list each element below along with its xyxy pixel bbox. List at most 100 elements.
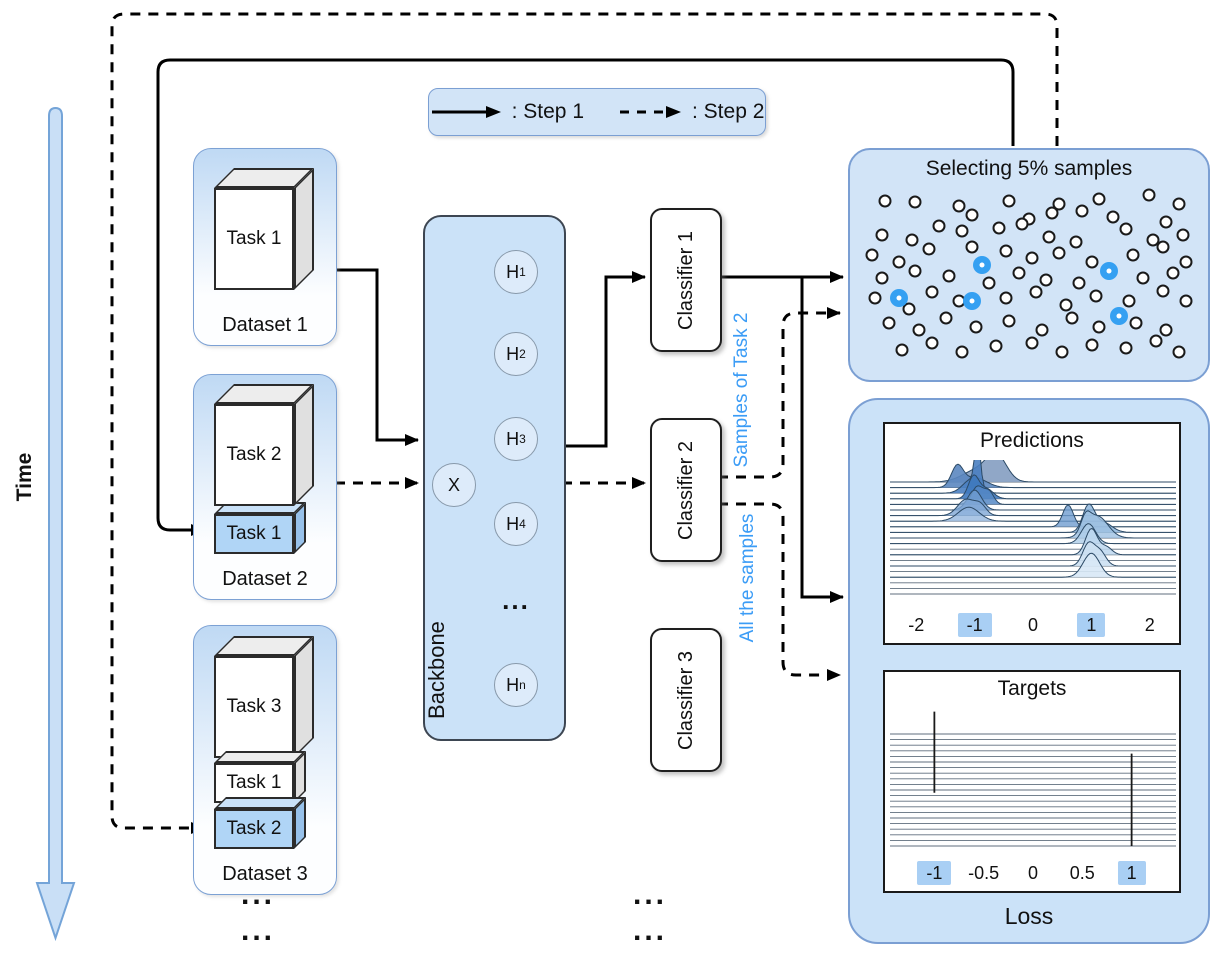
- legend: : Step 1 : Step 2: [428, 88, 766, 136]
- classifier3-label: Classifier 3: [674, 650, 697, 750]
- sample-dot: [892, 255, 906, 269]
- axis-tick: 1: [1117, 861, 1146, 885]
- time-arrow: [35, 106, 76, 942]
- sample-selection-panel: Selecting 5% samples: [848, 148, 1210, 382]
- predictions-plot: [890, 460, 1176, 595]
- sample-dot: [1025, 251, 1039, 265]
- sample-dot: [982, 276, 996, 290]
- sample-dot: [922, 242, 936, 256]
- sample-dot: [942, 269, 956, 283]
- axis-tick: 1: [1077, 613, 1106, 637]
- input-node-x: X: [432, 463, 476, 507]
- sample-dot: [1159, 215, 1173, 229]
- sample-dot: [1045, 206, 1059, 220]
- sample-dot: [969, 320, 983, 334]
- selected-sample-dot: [1110, 306, 1129, 325]
- targets-title: Targets: [997, 677, 1067, 700]
- sample-dot: [925, 285, 939, 299]
- sample-dot: [965, 208, 979, 222]
- sample-dot: [1172, 345, 1186, 359]
- sample-dot: [1119, 341, 1133, 355]
- sample-dot: [1159, 323, 1173, 337]
- cube-top-face: [214, 751, 306, 763]
- task-label: Task 2: [214, 404, 294, 506]
- loss-label: Loss: [1004, 903, 1054, 929]
- step1-feedback-loop: [156, 58, 1015, 536]
- sample-dot: [1025, 336, 1039, 350]
- dataset3-label: Dataset 3: [222, 863, 308, 885]
- sample-dot: [1089, 289, 1103, 303]
- classifier2-box: Classifier 2: [650, 418, 722, 562]
- dataset3-panel: Task 3 Task 1 Task 2 Dataset 3: [193, 625, 337, 895]
- sample-dot: [1129, 316, 1143, 330]
- sample-dot: [908, 264, 922, 278]
- sample-dot: [1119, 222, 1133, 236]
- axis-tick: -1: [917, 861, 952, 885]
- axis-tick: -0.5: [968, 863, 1000, 883]
- all-the-samples-label: All the samples: [737, 513, 758, 643]
- task-label: Task 1: [214, 514, 294, 554]
- classifiers-ellipsis: ...: [632, 914, 667, 947]
- sample-dot: [1035, 323, 1049, 337]
- sample-dot: [1179, 294, 1193, 308]
- datasets-ellipsis: ...: [240, 878, 275, 911]
- sample-dot: [989, 339, 1003, 353]
- sample-dot: [1012, 266, 1026, 280]
- sample-dot: [955, 345, 969, 359]
- sample-dot: [1122, 294, 1136, 308]
- sample-dot: [895, 343, 909, 357]
- sample-dot: [882, 316, 896, 330]
- axis-tick: -2: [908, 615, 925, 635]
- selected-sample-dot: [963, 292, 982, 311]
- dataset2-label: Dataset 2: [222, 568, 308, 590]
- sample-dot: [1042, 230, 1056, 244]
- sample-scatter-area: [862, 188, 1196, 368]
- classifier2-label: Classifier 2: [674, 440, 697, 540]
- selection-panel-title: Selecting 5% samples: [925, 157, 1133, 180]
- sample-dot: [1069, 235, 1083, 249]
- sample-dot: [965, 240, 979, 254]
- sample-dot: [939, 311, 952, 325]
- sample-dot: [875, 228, 889, 242]
- dataset2-panel: Task 1 Task 2 Dataset 2: [193, 374, 337, 600]
- sample-dot: [1172, 197, 1186, 211]
- sample-dot: [1075, 204, 1089, 218]
- sample-dot: [952, 199, 966, 213]
- sample-dot: [1002, 314, 1016, 328]
- classifier3-box: Classifier 3: [650, 628, 722, 772]
- sample-dot: [875, 271, 889, 285]
- axis-tick: 0: [1027, 615, 1039, 635]
- hidden-nodes-ellipsis: ...: [502, 585, 530, 615]
- arrow-classifier2-to-selection: [718, 307, 841, 479]
- sample-dot: [1156, 284, 1170, 298]
- axis-tick: 0: [1027, 863, 1039, 883]
- sample-dot: [1179, 255, 1193, 269]
- sample-dot: [1052, 246, 1066, 260]
- sample-dot: [1106, 210, 1119, 224]
- arrow-dataset1-to-backbone: [335, 268, 419, 446]
- axis-tick: 2: [1144, 615, 1155, 635]
- arrow-classifier1-to-predictions: [800, 277, 844, 603]
- sample-dot: [1039, 273, 1053, 287]
- legend-step2-label: : Step 2: [692, 100, 765, 123]
- sample-dot: [1126, 248, 1140, 262]
- sample-dot: [1146, 233, 1160, 247]
- sample-dot: [905, 233, 919, 247]
- datasets-ellipsis: ...: [240, 914, 275, 947]
- arrow-classifier2-to-targets: [718, 502, 841, 681]
- dataset1-label: Dataset 1: [222, 314, 308, 336]
- backbone-label: Backbone: [424, 621, 449, 719]
- sample-dot: [1065, 311, 1079, 325]
- sample-dot: [992, 221, 1006, 235]
- sample-dot: [1149, 334, 1163, 348]
- sample-dot: [1055, 345, 1069, 359]
